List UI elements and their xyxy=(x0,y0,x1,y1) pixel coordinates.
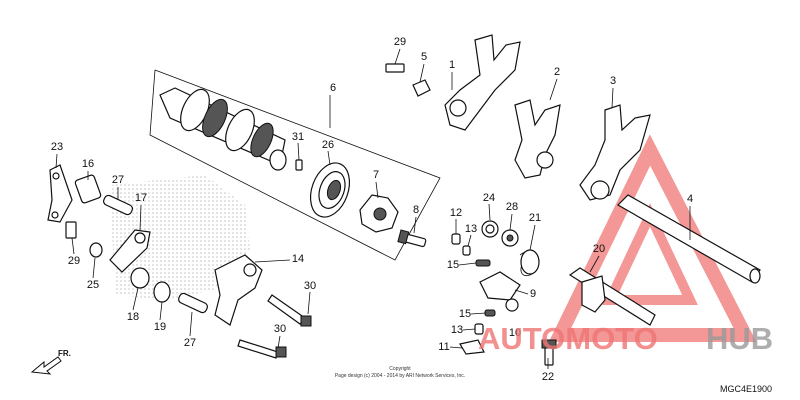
bolt-30-upper xyxy=(267,294,312,327)
label-25: 25 xyxy=(87,279,99,291)
collar-12 xyxy=(451,233,461,245)
plate-11 xyxy=(459,339,485,355)
watermark-text: AUTOMOTO HUB xyxy=(478,321,773,356)
label-30-upper: 30 xyxy=(304,280,316,292)
fork-shaft xyxy=(617,194,761,284)
label-29-top: 29 xyxy=(394,36,406,48)
label-7: 7 xyxy=(373,169,379,181)
label-8: 8 xyxy=(413,204,419,216)
bolt-29-top xyxy=(385,63,405,73)
gearshift-spindle xyxy=(568,267,656,326)
label-5: 5 xyxy=(421,51,427,63)
label-17: 17 xyxy=(135,192,147,204)
pin-part xyxy=(295,159,303,171)
bolt-part-22 xyxy=(541,339,557,366)
label-21: 21 xyxy=(529,212,541,224)
label-22: 22 xyxy=(542,371,554,383)
collar-16 xyxy=(74,174,102,204)
label-28: 28 xyxy=(506,201,518,213)
label-6: 6 xyxy=(330,82,336,94)
guide-plate-14 xyxy=(214,254,263,326)
front-arrow-label: FR. xyxy=(58,349,71,358)
bolt-part-8 xyxy=(397,229,427,248)
label-24: 24 xyxy=(483,192,495,204)
spring-15 xyxy=(475,259,491,267)
stopper-arm xyxy=(479,271,521,312)
label-19: 19 xyxy=(154,321,166,333)
label-18: 18 xyxy=(127,311,139,323)
label-2: 2 xyxy=(554,66,560,78)
bolt-29-left xyxy=(65,221,77,239)
shift-drum-box xyxy=(149,69,441,261)
copyright-line-1: Copyright xyxy=(389,366,411,372)
bearing-part xyxy=(309,162,351,218)
washer-25 xyxy=(89,242,103,258)
label-13-lower: 13 xyxy=(451,324,463,336)
shift-fork-3 xyxy=(579,104,651,201)
washer-24 xyxy=(481,220,499,238)
label-3: 3 xyxy=(610,75,616,87)
label-12: 12 xyxy=(450,207,462,219)
bolt-30-lower xyxy=(237,339,287,359)
cam-plate-part xyxy=(359,194,399,233)
shift-drum xyxy=(159,87,287,171)
label-27-upper: 27 xyxy=(112,174,124,186)
label-9: 9 xyxy=(530,288,536,300)
label-31: 31 xyxy=(292,131,304,143)
shift-arm-17 xyxy=(109,229,151,273)
dotted-background-shape xyxy=(110,175,250,300)
label-15-upper: 15 xyxy=(447,259,459,271)
figure-code: MGC4E1900 xyxy=(720,384,772,394)
label-26: 26 xyxy=(322,139,334,151)
label-29-left: 29 xyxy=(68,255,80,267)
label-10: 10 xyxy=(509,327,521,339)
label-14: 14 xyxy=(292,253,304,265)
label-1: 1 xyxy=(449,59,455,71)
label-16: 16 xyxy=(82,158,94,170)
collar-19 xyxy=(153,281,171,303)
label-13-upper: 13 xyxy=(465,223,477,235)
dowel-13 xyxy=(462,245,471,256)
label-23: 23 xyxy=(51,141,63,153)
watermark-text-primary: AUTOMOTO xyxy=(478,321,658,356)
label-15-lower: 15 xyxy=(459,308,471,320)
return-spring xyxy=(519,249,540,276)
label-30-lower: 30 xyxy=(274,323,286,335)
label-4: 4 xyxy=(687,193,693,205)
spring-15-lower xyxy=(484,309,496,317)
label-27-lower: 27 xyxy=(184,337,196,349)
pin-27-upper xyxy=(103,194,133,216)
label-11: 11 xyxy=(438,341,449,353)
plate-5 xyxy=(412,79,431,97)
shift-fork-1 xyxy=(444,34,521,131)
copyright-line-2: Page design (c) 2004 - 2014 by ARI Netwo… xyxy=(335,373,465,379)
front-direction-arrow-icon: FR. xyxy=(30,349,71,375)
leader-lines xyxy=(55,48,691,369)
watermark-text-secondary: HUB xyxy=(706,321,773,356)
part-labels: 1 2 3 4 5 6 7 8 9 10 11 12 13 13 14 15 1… xyxy=(51,36,693,383)
label-20: 20 xyxy=(593,243,605,255)
shift-fork-2 xyxy=(514,99,561,179)
roller-18 xyxy=(130,267,150,289)
plate-23 xyxy=(47,164,73,223)
spring-collar xyxy=(501,229,519,247)
pin-27-lower xyxy=(178,292,208,314)
